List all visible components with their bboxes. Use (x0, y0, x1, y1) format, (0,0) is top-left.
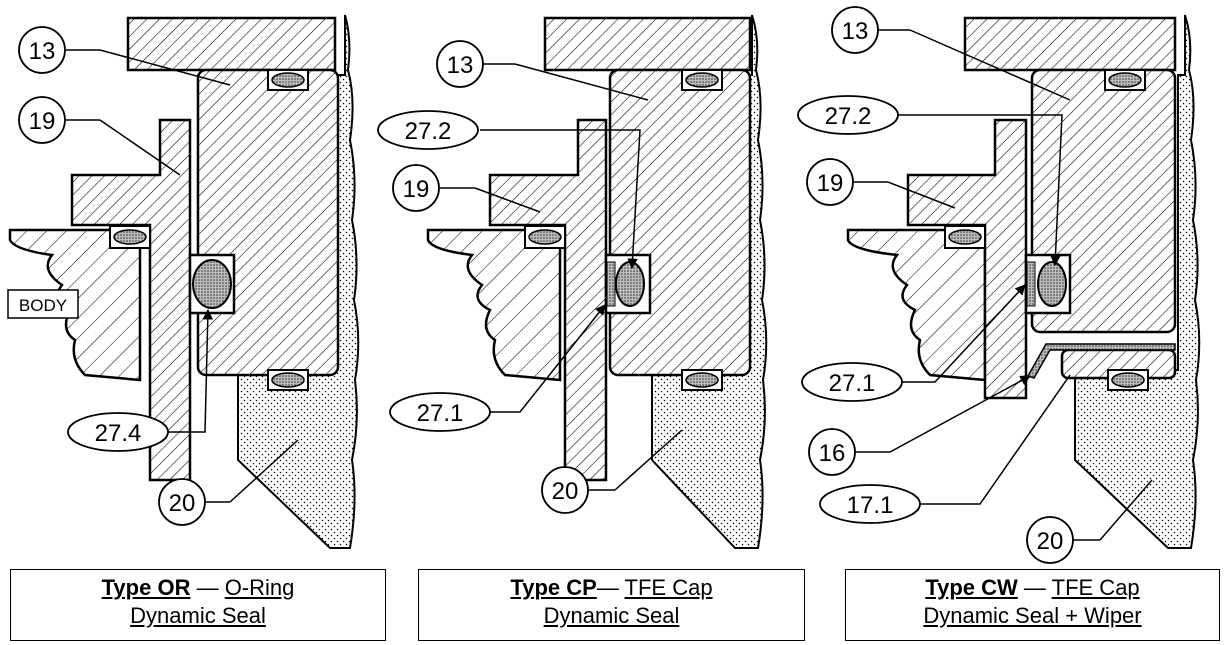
caption-type-cp: Type CP— TFE Cap Dynamic Seal (418, 569, 805, 641)
piston-part-13 (608, 68, 752, 377)
caption-subtitle: Dynamic Seal + Wiper (923, 603, 1142, 628)
callout-27-1: 27.1 (829, 370, 876, 397)
caption-title: Type OR (101, 575, 191, 600)
top-flange (126, 16, 337, 72)
callout-20: 20 (169, 490, 196, 517)
callout-19: 19 (817, 170, 844, 197)
body-part (846, 228, 987, 382)
callout-13: 13 (842, 18, 869, 45)
top-flange (963, 16, 1177, 72)
piston-part-13 (196, 68, 340, 377)
callout-19: 19 (403, 176, 430, 203)
callout-27-2: 27.2 (405, 118, 452, 145)
tfe-cap-27-1 (606, 261, 616, 307)
o-ring-27-2 (1037, 261, 1067, 307)
o-ring-27-2 (615, 261, 645, 307)
callout-13: 13 (29, 38, 56, 65)
body-label: BODY (19, 296, 67, 315)
body-part (426, 228, 562, 382)
panel-type-cw: 13 27.2 19 27.1 16 17.1 20 (797, 6, 1201, 564)
caption-title: Type CW (925, 575, 1018, 600)
housing-part-20 (651, 14, 768, 549)
caption-type-cw: Type CW — TFE Cap Dynamic Seal + Wiper (845, 569, 1220, 641)
callout-27-2: 27.2 (825, 103, 872, 130)
caption-subtitle: Dynamic Seal (543, 603, 680, 628)
callout-27-4: 27.4 (95, 420, 142, 447)
callout-17-1: 17.1 (847, 492, 894, 519)
panel-type-or: BODY 13 19 27.4 20 (7, 14, 360, 549)
tfe-cap-27-1 (1026, 261, 1036, 307)
housing-part-20 (1074, 14, 1201, 549)
callout-13: 13 (447, 52, 474, 79)
callout-19: 19 (29, 108, 56, 135)
o-ring-27-4 (192, 259, 232, 309)
top-flange (543, 16, 752, 72)
housing-part-20 (237, 14, 360, 549)
callout-20: 20 (1037, 528, 1064, 555)
callout-20: 20 (552, 478, 579, 505)
caption-title: Type CP (510, 575, 597, 600)
panel-type-cp: 13 27.2 19 27.1 20 (377, 14, 768, 549)
caption-subtitle: Dynamic Seal (130, 603, 266, 628)
callout-16: 16 (819, 440, 846, 467)
caption-type-or: Type OR — O-Ring Dynamic Seal (10, 569, 386, 641)
callout-27-1: 27.1 (417, 400, 464, 427)
